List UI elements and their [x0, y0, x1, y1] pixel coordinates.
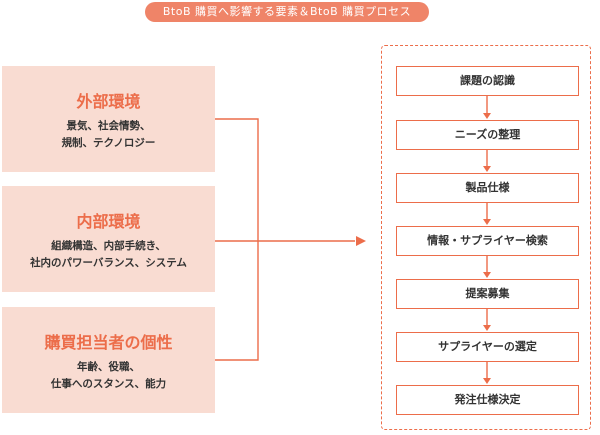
factor-description-line: 社内のパワーバランス、システム	[30, 257, 187, 269]
factor-internal-environment: 内部環境 組織構造、内部手続き、 社内のパワーバランス、システム	[2, 186, 215, 292]
process-step-problem-recognition: 課題の認識	[396, 66, 579, 96]
factor-description-line: 規制、テクノロジー	[61, 137, 156, 149]
diagram-title: BtoB 購買へ影響する要素＆BtoB 購買プロセス	[145, 2, 429, 22]
process-step-supplier-selection: サプライヤーの選定	[396, 332, 579, 362]
step-arrowhead	[483, 378, 491, 384]
factor-external-environment: 外部環境 景気、社会情勢、 規制、テクノロジー	[2, 66, 215, 172]
factor-description-line: 景気、社会情勢、	[66, 120, 151, 132]
process-step-product-specification: 製品仕様	[396, 173, 579, 203]
factor-title: 購買担当者の個性	[44, 333, 173, 352]
factor-description-line: 組織構造、内部手続き、	[51, 240, 166, 252]
factor-title: 外部環境	[76, 92, 141, 111]
factor-description-line: 仕事へのスタンス、能力	[50, 378, 167, 390]
process-step-needs-organization: ニーズの整理	[396, 120, 579, 150]
process-step-supplier-search: 情報・サプライヤー検索	[396, 226, 579, 256]
process-step-proposal-solicitation: 提案募集	[396, 279, 579, 309]
factor-buyer-personality: 購買担当者の個性 年齢、役職、 仕事へのスタンス、能力	[2, 307, 215, 413]
process-step-order-specification: 発注仕様決定	[396, 385, 579, 415]
factor-description-line: 年齢、役職、	[77, 361, 140, 373]
step-arrowhead	[483, 166, 491, 172]
factor-title: 内部環境	[76, 212, 141, 231]
bracket-connector	[215, 118, 259, 361]
step-arrowhead	[483, 272, 491, 278]
step-arrowhead	[483, 325, 491, 331]
step-arrowhead	[483, 219, 491, 225]
step-arrowhead	[483, 113, 491, 119]
purchase-process-frame	[381, 45, 591, 430]
main-arrowhead	[356, 236, 366, 246]
